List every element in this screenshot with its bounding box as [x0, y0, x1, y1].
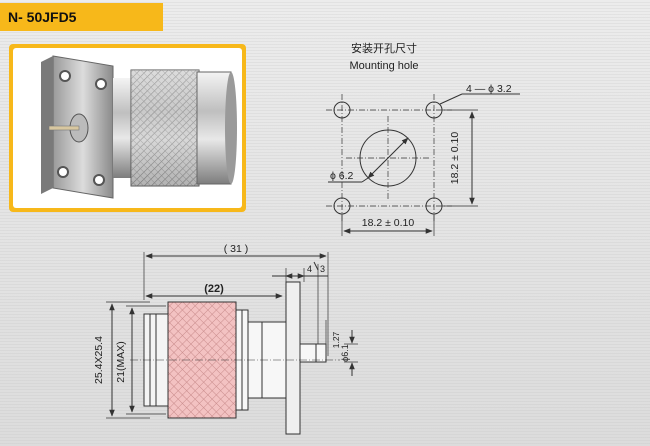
model-label: N- 50JFD5 — [0, 3, 163, 31]
mounting-hole-view: 安装开孔尺寸 Mounting hole ϕ 6.2 4 — ϕ 3.2 18.… — [326, 41, 520, 236]
flange-plate — [285, 281, 301, 435]
product-photo-frame — [9, 44, 246, 212]
pitch-horizontal-label: 18.2 ± 0.10 — [362, 217, 415, 229]
body-length-label: (22) — [204, 283, 224, 295]
connector-profile — [130, 281, 340, 435]
body-diameter-label: 21(MAX) — [115, 341, 127, 382]
mounting-title-en: Mounting hole — [349, 60, 418, 72]
mount-hole-tl — [333, 101, 351, 119]
pin-offset-label: 1.27 — [331, 331, 341, 348]
flange-width-label: 4 — [307, 264, 312, 274]
product-photo — [13, 48, 242, 208]
side-view: ( 31 ) (22) 4 3 1.27 ϕ6.1 25.4X25.4 21(M… — [93, 243, 358, 435]
flange-size-label: 25.4X25.4 — [93, 336, 105, 384]
pitch-vertical-label: 18.2 ± 0.10 — [449, 132, 461, 185]
center-pin — [299, 343, 327, 363]
connector-photo-illustration — [41, 55, 237, 199]
hole-spec-label: 4 — ϕ 3.2 — [466, 83, 512, 95]
pin-diameter-label: ϕ6.1 — [340, 344, 350, 362]
mounting-title-cn: 安装开孔尺寸 — [351, 41, 417, 55]
overall-length-label: ( 31 ) — [224, 243, 249, 255]
center-hole — [359, 129, 417, 187]
pin-length-label: 3 — [320, 264, 325, 274]
center-hole-dia-label: ϕ 6.2 — [330, 170, 354, 182]
